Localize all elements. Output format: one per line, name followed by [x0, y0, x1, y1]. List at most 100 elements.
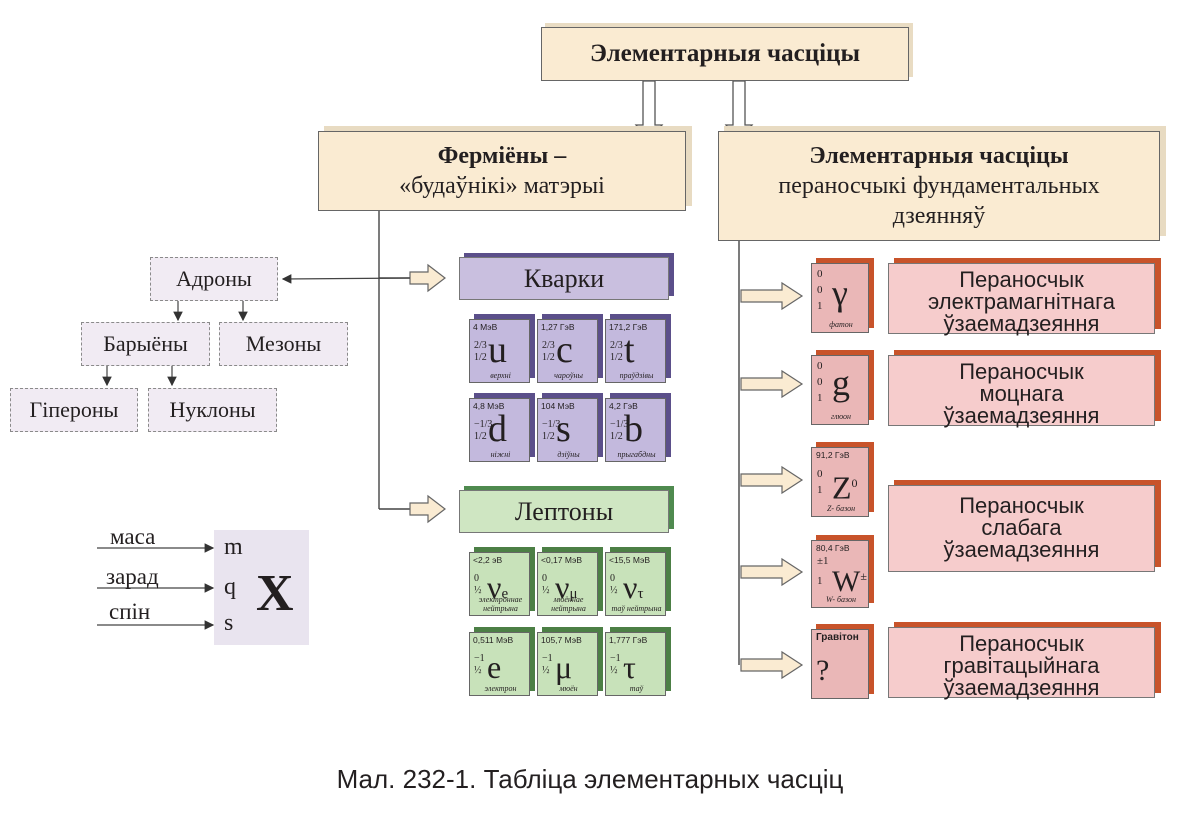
lepton-tau: 1,777 ГэВ −1 ½ τ таў	[605, 632, 666, 696]
quark-spin: 1/2	[474, 352, 487, 363]
hyperons-box: Гіпероны	[10, 388, 138, 432]
quark-symbol: d	[488, 408, 507, 450]
figure-caption: Мал. 232-1. Табліца элементарных часціц	[336, 764, 844, 794]
lepton-electron-neutrino: <2,2 эВ 0 ½ νe электроннае нейтрына	[469, 552, 530, 616]
legend-mass-label: маса	[110, 524, 156, 549]
legend-s: s	[224, 610, 234, 636]
quark-mass: 104 МэВ	[541, 401, 575, 411]
quark-mass: 1,27 ГэВ	[541, 322, 575, 332]
hadrons-box: Адроны	[150, 257, 278, 301]
legend-charge-label: зарад	[106, 564, 159, 589]
quark-charge: 2/3	[542, 340, 555, 351]
interaction-line: электрамагнітнага	[928, 289, 1115, 314]
quark-spin: 1/2	[610, 431, 623, 442]
lepton-name: электроннае нейтрына	[478, 595, 523, 613]
quark-spin: 1/2	[474, 431, 487, 442]
lepton-charge: −1	[474, 653, 485, 664]
quark-name: праўдзівы	[619, 371, 654, 380]
boson-mass: 80,4 ГэВ	[816, 543, 850, 553]
interaction-line: ўзаемадзеяння	[943, 675, 1100, 700]
interaction-line: моцнага	[979, 381, 1064, 406]
lepton-name: мюён	[559, 684, 578, 693]
boson-symbol: W±	[832, 565, 867, 598]
legend-particle-box: m q s X	[214, 530, 309, 645]
lepton-mass: 0,511 МэВ	[473, 635, 514, 645]
arrow-to-quarks	[409, 263, 446, 293]
boson-symbol: γ	[832, 273, 848, 313]
bosons-line2: пераносчыкі фундаментальных	[778, 173, 1100, 199]
arrow-to-w	[740, 557, 804, 587]
boson-charge: 0	[817, 268, 823, 280]
boson-graviton: Гравітон ?	[811, 629, 869, 699]
quark-top: 171,2 ГэВ 2/3 1/2 t праўдзівы	[605, 319, 666, 383]
arrow-to-z	[740, 465, 804, 495]
quark-spin: 1/2	[610, 352, 623, 363]
boson-photon: 0 0 1 γ фатон	[811, 263, 869, 333]
interaction-gravitational: Пераносчык гравітацыйнага ўзаемадзеяння	[888, 627, 1155, 700]
lepton-tau-neutrino: <15,5 МэВ 0 ½ ντ таў нейтрына	[605, 552, 666, 616]
baryons-box: Барыёны	[81, 322, 210, 366]
interaction-line: Пераносчык	[959, 267, 1084, 292]
quark-symbol: c	[556, 329, 573, 371]
boson-name: фатон	[829, 320, 853, 329]
fermions-title: Ферміёны –	[437, 143, 567, 169]
boson-name: W- базон	[825, 595, 857, 604]
boson-spin: 1	[817, 300, 823, 312]
lepton-symbol: e	[487, 649, 502, 685]
lepton-mass: <2,2 эВ	[473, 555, 503, 565]
legend-spin-label: спін	[109, 599, 151, 624]
quark-charge: −1/3	[542, 419, 561, 430]
lepton-name: мюённае нейтрына	[551, 595, 586, 613]
lepton-spin: ½	[474, 665, 482, 676]
quark-charge: 2/3	[610, 340, 623, 351]
fermions-box: Ферміёны – «будаўнікі» матэрыі	[318, 131, 686, 211]
mesons-box: Мезоны	[219, 322, 348, 366]
lepton-electron: 0,511 МэВ −1 ½ e электрон	[469, 632, 530, 696]
lepton-charge: −1	[542, 653, 553, 664]
quark-bottom: 4,2 ГэВ −1/3 1/2 b прыгабдны	[605, 398, 666, 462]
lepton-mass: 1,777 ГэВ	[609, 635, 648, 645]
bosons-line3: дзеянняў	[892, 203, 986, 229]
interaction-line: Пераносчык	[959, 359, 1084, 384]
interaction-electromagnetic: Пераносчык электрамагнітнага ўзаемадзеян…	[888, 263, 1155, 335]
quark-mass: 4 МэВ	[473, 322, 498, 332]
lepton-spin: ½	[610, 585, 618, 596]
boson-spin: 1	[817, 575, 823, 587]
lepton-muon: 105,7 МэВ −1 ½ μ мюён	[537, 632, 598, 696]
lepton-charge: −1	[610, 653, 621, 664]
lepton-symbol: τ	[623, 649, 636, 685]
lepton-muon-neutrino: <0,17 МэВ 0 ½ νμ мюённае нейтрына	[537, 552, 598, 616]
arrow-to-photon	[740, 281, 804, 311]
boson-charge-2: 0	[817, 284, 823, 296]
quark-charge: −1/3	[474, 419, 493, 430]
quark-symbol: s	[556, 408, 571, 450]
quark-name: чароўны	[554, 371, 583, 380]
lepton-charge: 0	[610, 573, 615, 584]
diagram-title: Элементарныя часціцы	[541, 27, 909, 81]
quark-mass: 171,2 ГэВ	[609, 322, 648, 332]
lepton-symbol: ντ	[623, 569, 644, 605]
quark-up: 4 МэВ 2/3 1/2 u верхні	[469, 319, 530, 383]
interaction-line: Пераносчык	[959, 493, 1084, 518]
lepton-spin: ½	[474, 585, 482, 596]
boson-charge: ±1	[817, 555, 829, 567]
boson-w: 80,4 ГэВ ±1 1 W± W- базон	[811, 540, 869, 608]
quark-name: прыгабдны	[617, 450, 656, 459]
legend-symbol: X	[256, 565, 294, 622]
lepton-spin: ½	[542, 665, 550, 676]
lepton-mass: <15,5 МэВ	[609, 555, 651, 565]
legend-q: q	[224, 574, 236, 600]
lepton-mass: <0,17 МэВ	[541, 555, 583, 565]
boson-name: Гравітон	[816, 632, 859, 643]
legend-m: m	[224, 534, 243, 560]
interaction-line: гравітацыйнага	[943, 653, 1100, 678]
boson-charge: 0	[817, 468, 823, 480]
quark-symbol: t	[624, 329, 635, 371]
quark-name: дзіўны	[557, 450, 580, 459]
quark-spin: 1/2	[542, 352, 555, 363]
arrow-to-leptons	[409, 494, 446, 524]
quark-down: 4,8 МэВ −1/3 1/2 d ніжні	[469, 398, 530, 462]
boson-mass: 91,2 ГэВ	[816, 450, 850, 460]
quark-mass: 4,2 ГэВ	[609, 401, 638, 411]
interaction-weak: Пераносчык слабага ўзаемадзеяння	[888, 485, 1155, 572]
